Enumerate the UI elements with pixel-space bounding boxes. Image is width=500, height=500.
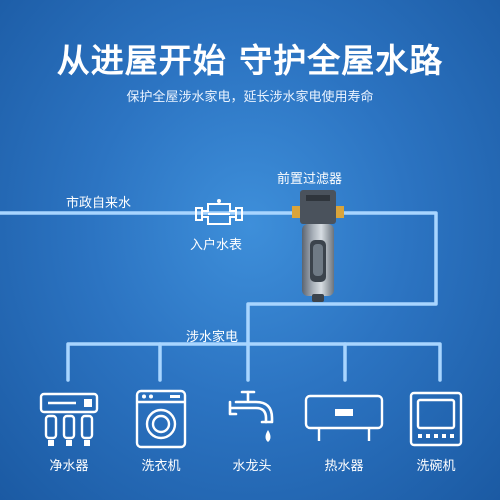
source-label: 市政自来水 — [66, 196, 132, 211]
water-meter-icon — [195, 199, 243, 225]
pre-filter-device — [292, 190, 344, 302]
faucet-icon — [228, 390, 274, 442]
filter-label: 前置过滤器 — [277, 172, 343, 187]
device-label-washing-machine: 洗衣机 — [141, 459, 181, 474]
appliances-label: 涉水家电 — [186, 330, 239, 345]
device-label-water-purifier: 净水器 — [49, 459, 89, 474]
device-label-faucet: 水龙头 — [232, 459, 272, 474]
water-purifier-icon — [39, 392, 99, 446]
washing-machine-icon — [135, 389, 187, 449]
page-subtitle: 保护全屋涉水家电，延长涉水家电使用寿命 — [126, 90, 374, 105]
page-title: 从进屋开始 守护全屋水路 — [56, 41, 444, 80]
device-label-dishwasher: 洗碗机 — [416, 459, 456, 474]
device-label-water-heater: 热水器 — [324, 459, 364, 474]
distribution-pipe — [66, 342, 442, 382]
main-inlet-pipe — [0, 211, 438, 346]
meter-label: 入户水表 — [190, 238, 243, 253]
water-heater-icon — [304, 394, 384, 441]
dishwasher-icon — [409, 391, 463, 447]
